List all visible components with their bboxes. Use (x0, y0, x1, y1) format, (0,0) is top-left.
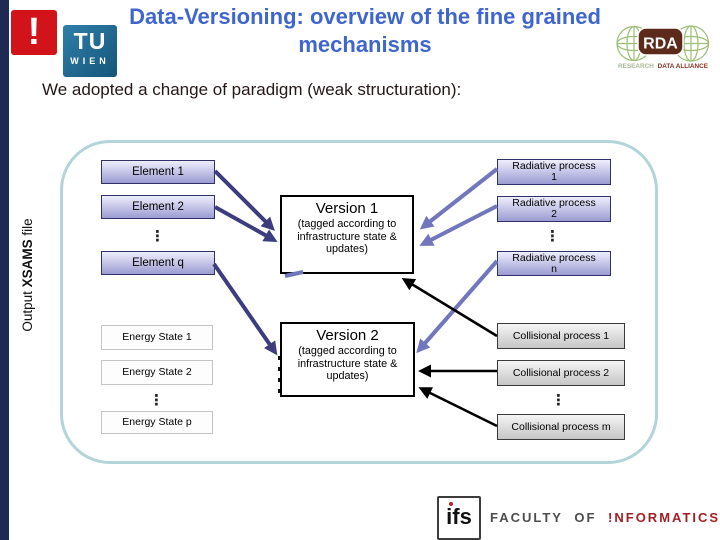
version-2-body: (tagged according to infrastructure stat… (297, 345, 398, 382)
radiative-n-line1: Radiative process (512, 252, 596, 264)
title-line-1: Data-Versioning: overview of the fine gr… (129, 4, 601, 29)
radiative-process-box-2: Radiative process 2 (497, 196, 611, 222)
axis-label: Output XSAMS file (20, 183, 46, 367)
alert-logo: ! (11, 10, 57, 55)
radiative-1-line1: Radiative process (512, 160, 596, 172)
collisional-process-box-m: Collisional process m (497, 414, 625, 440)
ellipsis-radiative: ⋮ (545, 227, 560, 245)
rda-caption-research: RESEARCH (618, 63, 654, 70)
version-2-box: Version 2 (tagged according to infrastru… (280, 322, 415, 397)
radiative-1-line2: 1 (551, 171, 557, 183)
energy-state-box-2: Energy State 2 (101, 360, 213, 385)
slide-title: Data-Versioning: overview of the fine gr… (30, 3, 700, 59)
radiative-2-line1: Radiative process (512, 197, 596, 209)
ellipsis-collisional: ⋮ (551, 391, 566, 409)
tu-logo-text: TU (73, 28, 107, 54)
collisional-process-box-2: Collisional process 2 (497, 360, 625, 386)
element-box-2: Element 2 (101, 195, 215, 219)
collisional-process-box-1: Collisional process 1 (497, 323, 625, 349)
ifs-red-dot-icon (449, 502, 453, 506)
ellipsis-energy-states: ⋮ (149, 391, 164, 409)
ifs-logo: ifs (437, 496, 481, 540)
faculty-of-label: FACULTY OF (490, 510, 597, 525)
rda-caption: RESEARCH DATA ALLIANCE (618, 63, 709, 70)
radiative-process-box-n: Radiative process n (497, 251, 611, 276)
radiative-n-line2: n (551, 263, 557, 275)
title-line-2: mechanisms (298, 32, 432, 57)
radiative-process-box-1: Radiative process 1 (497, 159, 611, 185)
axis-label-pre: Output (20, 291, 35, 332)
diagram-frame (60, 140, 658, 464)
axis-label-post: file (20, 218, 35, 236)
rda-badge-label: RDA (643, 36, 678, 53)
energy-state-box-1: Energy State 1 (101, 325, 213, 350)
version-1-body: (tagged according to infrastructure stat… (297, 218, 397, 255)
version-1-box: Version 1 (tagged according to infrastru… (280, 195, 414, 274)
ellipsis-elements: ⋮ (150, 227, 165, 245)
element-box-1: Element 1 (101, 160, 215, 184)
tu-logo-subtext: WIEN (70, 56, 110, 66)
version-1-title: Version 1 (315, 200, 379, 217)
rda-logo: RDA RESEARCH DATA ALLIANCE (616, 25, 710, 70)
version-2-title: Version 2 (316, 327, 379, 344)
radiative-2-line2: 2 (551, 208, 557, 220)
faculty-text: FACULTY OF !NFORMATICS (490, 510, 720, 525)
rda-caption-data-alliance: DATA ALLIANCE (658, 63, 709, 70)
exclamation-icon: ! (27, 11, 41, 53)
informatics-label: !NFORMATICS (608, 510, 720, 525)
element-box-q: Element q (101, 251, 215, 275)
energy-state-box-p: Energy State p (101, 411, 213, 434)
rda-badge (637, 27, 684, 56)
tu-wien-logo: TU WIEN (63, 25, 117, 77)
axis-label-bold: XSAMS (20, 239, 35, 288)
slide-subtitle: We adopted a change of paradigm (weak st… (42, 80, 462, 99)
slide-edge-bar (0, 0, 9, 540)
ifs-logo-label: ifs (446, 504, 472, 529)
